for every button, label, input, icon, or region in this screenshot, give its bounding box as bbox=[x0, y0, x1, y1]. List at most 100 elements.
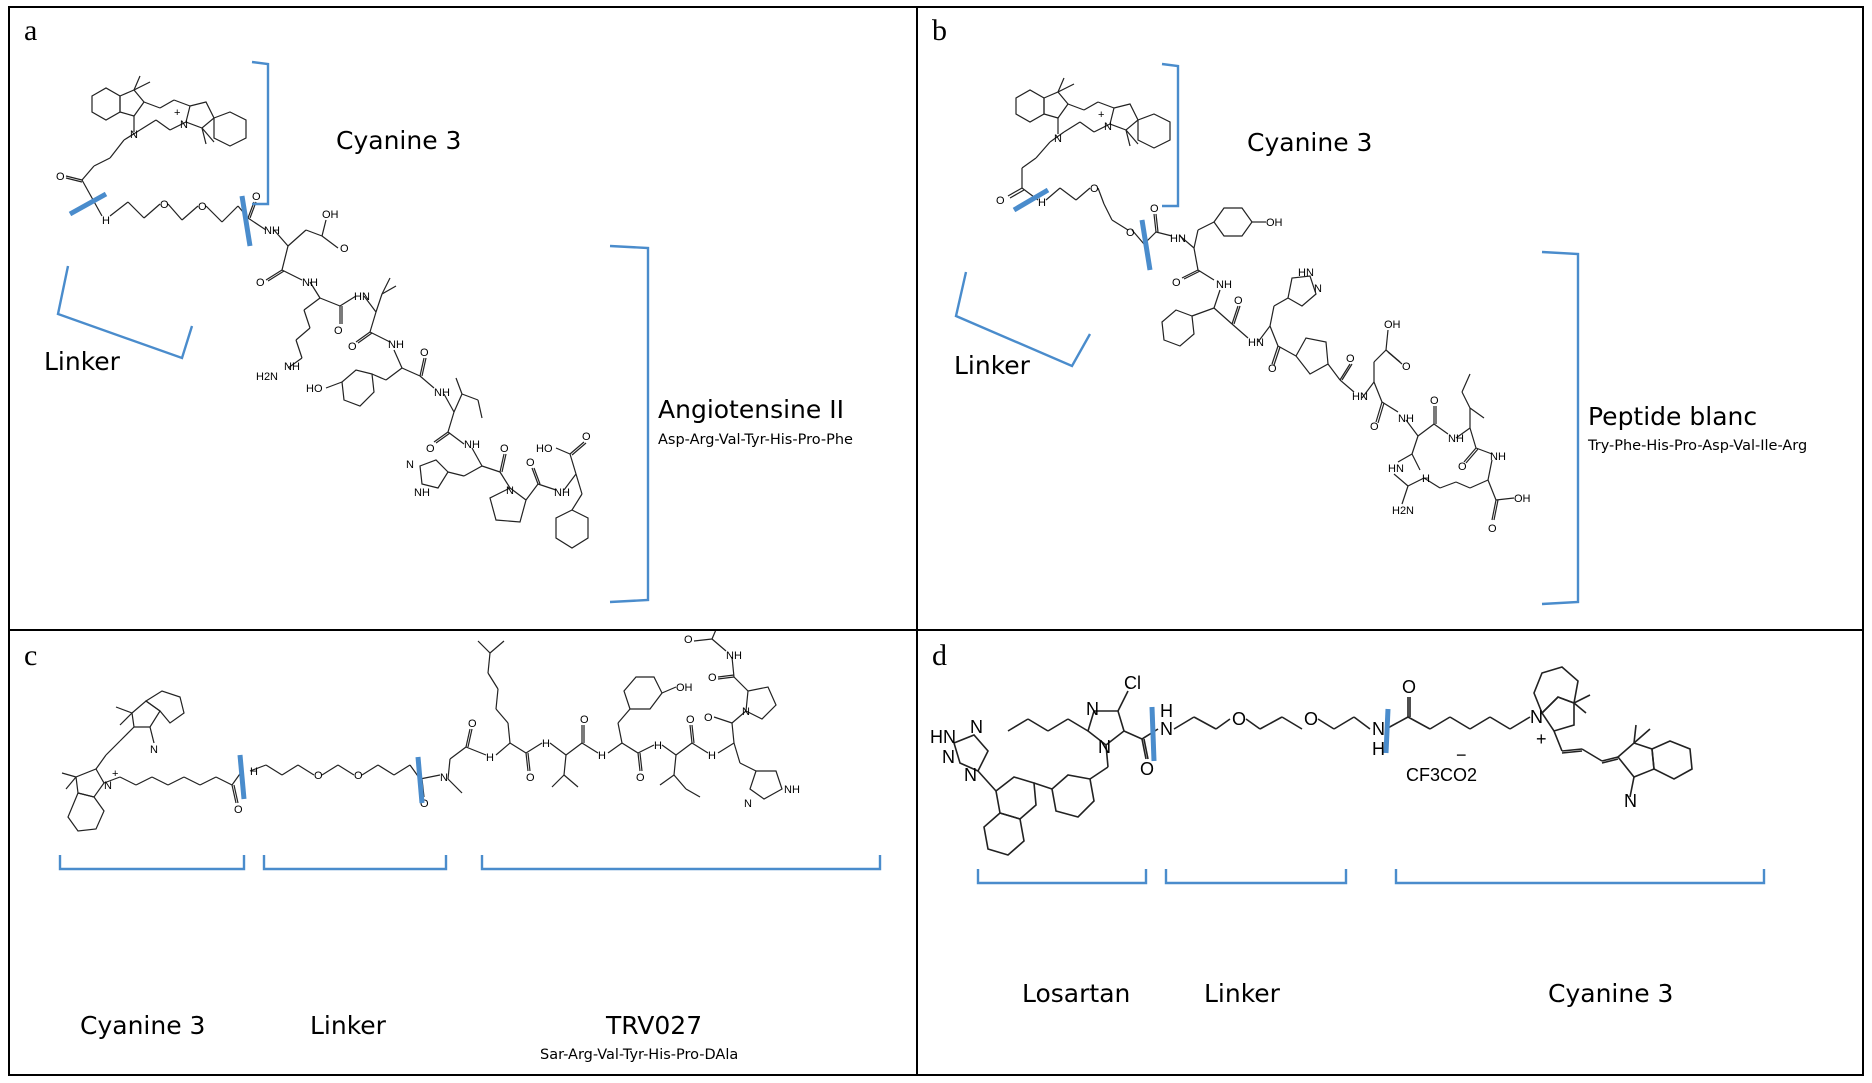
atom-h: H bbox=[1372, 739, 1385, 759]
linker-label: Linker bbox=[954, 351, 1030, 380]
atom-o: O bbox=[234, 804, 243, 816]
atom-o: O bbox=[198, 201, 207, 213]
frame-right bbox=[1862, 6, 1864, 1076]
atom-n: N bbox=[942, 747, 955, 767]
atom-o: O bbox=[420, 798, 429, 810]
peptide-label: TRV027 bbox=[606, 1011, 703, 1040]
atom-h: H bbox=[1160, 701, 1173, 721]
cut-mark bbox=[237, 754, 247, 800]
atom-nh: HN bbox=[1388, 463, 1404, 475]
cut-mark bbox=[68, 191, 108, 217]
atom-n: N bbox=[180, 119, 188, 131]
linker-label: Linker bbox=[310, 1011, 386, 1040]
frame-bottom bbox=[8, 1074, 1864, 1076]
atom-nh: HN bbox=[354, 291, 370, 303]
atom-o: O bbox=[1402, 677, 1416, 697]
panel-c: c bbox=[10, 631, 916, 1074]
atom-nh: NH bbox=[554, 487, 570, 499]
atom-n: N bbox=[1054, 133, 1062, 145]
atom-charge: + bbox=[112, 768, 118, 780]
atom-nh: NH bbox=[414, 487, 430, 499]
peptide-sequence: Try-Phe-His-Pro-Asp-Val-Ile-Arg bbox=[1588, 438, 1808, 454]
atom-nh: NH bbox=[1216, 279, 1232, 291]
atom-charge: + bbox=[1098, 109, 1104, 121]
atom-oh: OH bbox=[322, 209, 339, 221]
atom-hn: HN bbox=[930, 727, 956, 747]
atom-o: O bbox=[160, 199, 169, 211]
panel-b: b bbox=[918, 8, 1862, 629]
atom-n: N bbox=[1086, 699, 1099, 719]
cyanine-label: Cyanine 3 bbox=[1548, 979, 1674, 1008]
cut-mark bbox=[1383, 708, 1391, 754]
atom-h2n: H2N bbox=[1392, 505, 1414, 517]
atom-n: N bbox=[1530, 707, 1543, 727]
atom-nh: H bbox=[250, 766, 258, 778]
atom-oh: OH bbox=[1384, 319, 1401, 331]
atom-charge: + bbox=[174, 107, 180, 119]
atom-o: O bbox=[468, 718, 477, 730]
atom-o: O bbox=[252, 191, 261, 203]
counterion: CF3CO2 bbox=[1406, 765, 1477, 785]
atom-n: N bbox=[1160, 719, 1173, 739]
frame-horizontal-divider bbox=[8, 629, 1864, 631]
atom-oh: OH bbox=[1266, 217, 1283, 229]
atom-o: O bbox=[1346, 353, 1355, 365]
atom-n: N bbox=[406, 459, 414, 471]
atom-o: O bbox=[582, 431, 591, 443]
panel-d: d bbox=[918, 631, 1862, 1074]
atom-o: O bbox=[314, 770, 323, 782]
cut-mark bbox=[415, 756, 425, 804]
atom-o: O bbox=[500, 443, 509, 455]
atom-nh: NH bbox=[1490, 451, 1506, 463]
atom-o: O bbox=[580, 714, 589, 726]
atom-ho: HO bbox=[536, 443, 553, 455]
panel-a: a bbox=[10, 8, 916, 629]
atom-nh: HN bbox=[1170, 233, 1186, 245]
losartan-conjugate-structure: Cl N N O N H O O N H O N + HN N N N N CF… bbox=[930, 666, 1766, 885]
atom-o: O bbox=[1140, 759, 1154, 779]
frame-vertical-divider bbox=[916, 6, 918, 1076]
atom-nh: NH bbox=[726, 650, 742, 662]
atom-n: N bbox=[506, 485, 514, 497]
atom-nh: H bbox=[598, 750, 606, 762]
atom-n: N bbox=[964, 765, 977, 785]
atom-nh: NH bbox=[784, 784, 800, 796]
atom-nh: HN bbox=[1298, 267, 1314, 279]
cyanine-bracket bbox=[1394, 869, 1766, 885]
atom-n: N bbox=[1372, 719, 1385, 739]
atom-o: O bbox=[1488, 523, 1497, 535]
atom-o: O bbox=[1172, 277, 1181, 289]
atom-h2n: H2N bbox=[256, 371, 278, 383]
frame-left bbox=[8, 6, 10, 1076]
atom-o: O bbox=[354, 770, 363, 782]
atom-n: N bbox=[440, 772, 448, 784]
atom-nh: NH bbox=[1398, 413, 1414, 425]
cut-mark bbox=[239, 195, 253, 247]
peptide-label: Angiotensine II bbox=[658, 395, 844, 424]
atom-nh: NH bbox=[464, 439, 480, 451]
atom-o: O bbox=[348, 341, 357, 353]
atom-o: O bbox=[526, 457, 535, 469]
atom-nh: H bbox=[486, 752, 494, 764]
panel-letter: b bbox=[932, 14, 947, 47]
atom-ho: HO bbox=[306, 383, 323, 395]
atom-o: O bbox=[636, 772, 645, 784]
atom-o: O bbox=[256, 277, 265, 289]
cyanine-label: Cyanine 3 bbox=[336, 126, 462, 155]
atom-o: O bbox=[1268, 363, 1277, 375]
cyanine-bracket bbox=[251, 60, 270, 206]
atom-o: O bbox=[1370, 421, 1379, 433]
atom-nh: NH bbox=[1448, 433, 1464, 445]
atom-nh: H bbox=[1038, 197, 1046, 209]
atom-o: O bbox=[708, 672, 717, 684]
cyanine-label: Cyanine 3 bbox=[1247, 128, 1373, 157]
atom-o: O bbox=[334, 325, 343, 337]
peptide-bracket bbox=[1541, 250, 1580, 606]
atom-o: O bbox=[1430, 395, 1439, 407]
linker-label: Linker bbox=[44, 347, 120, 376]
linker-bracket bbox=[56, 265, 194, 360]
atom-n: N bbox=[1314, 283, 1322, 295]
atom-n: N bbox=[970, 717, 983, 737]
atom-charge: − bbox=[1456, 745, 1467, 765]
linker-bracket bbox=[262, 855, 448, 871]
